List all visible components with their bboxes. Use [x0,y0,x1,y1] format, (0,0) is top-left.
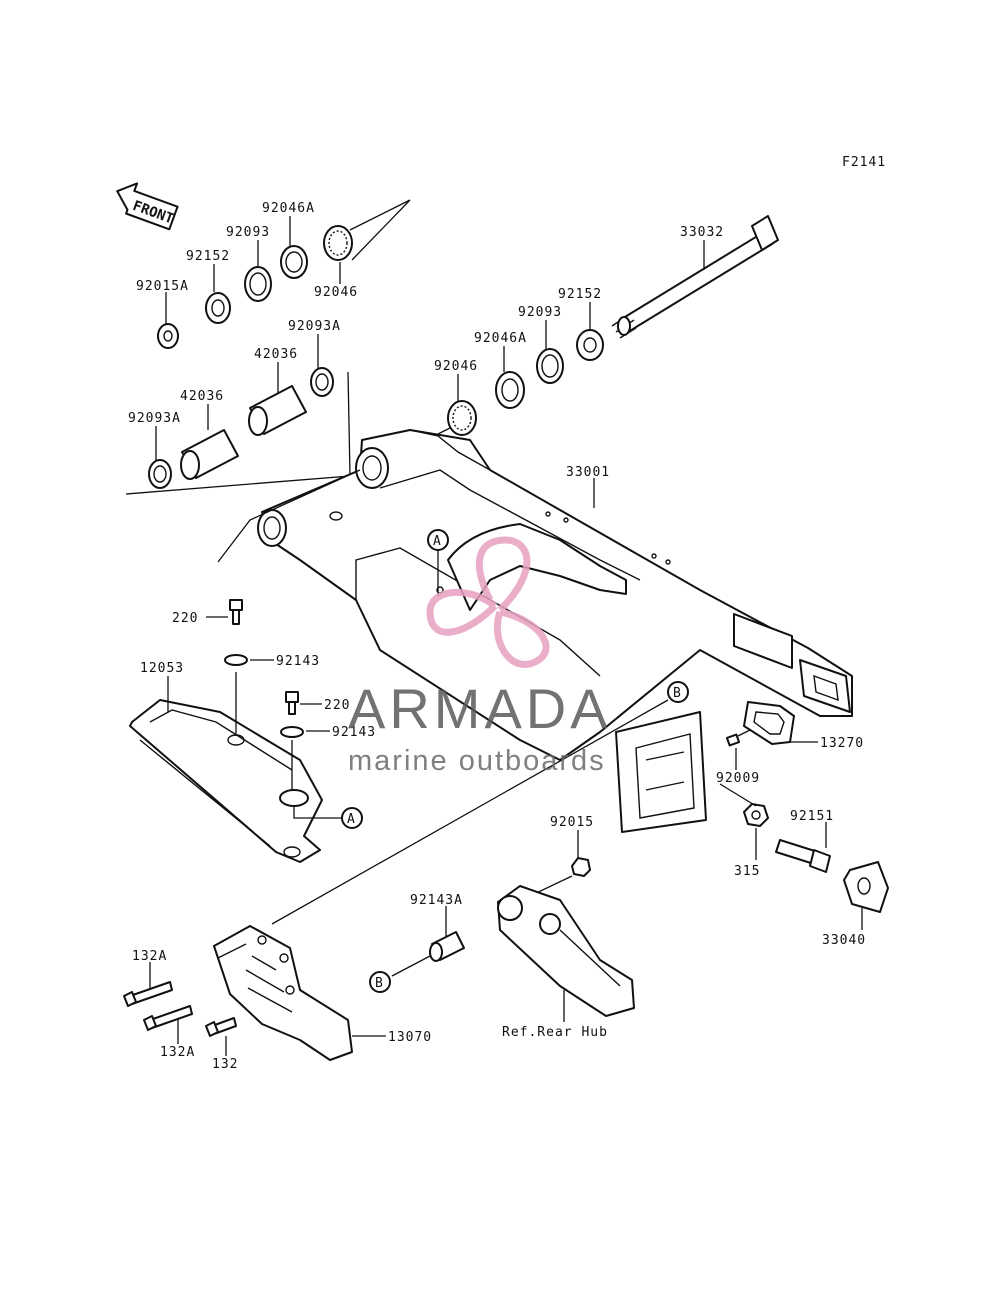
label-42036-top: 42036 [254,347,298,362]
part-labels: 33032 92046A 92093 92152 92015A 92046 92… [128,201,866,1072]
chain-slider-12053 [129,699,323,863]
adjuster-block-33040 [843,861,889,913]
washer-92143-b [280,726,304,738]
label-92151: 92151 [790,809,834,824]
label-92009: 92009 [716,771,760,786]
label-92046A-top: 92046A [262,201,315,216]
seal-92093-right [536,348,564,384]
washer-92143-a [224,654,248,666]
swingarm-bracket [615,711,707,833]
label-220-b: 220 [324,698,350,713]
label-92046A-right: 92046A [474,331,527,346]
seal-92093A-left [148,459,172,489]
pivot-shaft-33032 [611,215,779,339]
label-132A-b: 132A [160,1045,195,1060]
nut-92015A [157,323,179,349]
nut-315 [719,783,769,827]
bearing-stack-left [125,199,411,495]
front-arrow-icon: FRONT [116,182,179,231]
label-33040: 33040 [822,933,866,948]
label-12053: 12053 [140,661,184,676]
seal-92093 [244,266,272,302]
label-92093-right: 92093 [518,305,562,320]
chain-adjuster-plate-13270 [743,701,795,745]
label-13070: 13070 [388,1030,432,1045]
label-13270: 13270 [820,736,864,751]
label-92143-a: 92143 [276,654,320,669]
callout-b-top: B [667,681,689,703]
seal-92046A-right [495,371,525,409]
label-92046-top: 92046 [314,285,358,300]
watermark-brand: ARMADA [348,677,612,740]
label-92152-right: 92152 [558,287,602,302]
label-92046-right: 92046 [434,359,478,374]
label-315: 315 [734,864,760,879]
svg-text:B: B [673,686,682,701]
bolt-92009 [725,729,751,747]
label-92015A: 92015A [136,279,189,294]
label-92093A-top: 92093A [288,319,341,334]
label-42036-mid: 42036 [180,389,224,404]
svg-text:B: B [375,976,384,991]
seal-92093A-top [310,367,334,397]
callout-a-bottom: A [341,807,363,829]
label-ref-rear-hub: Ref.Rear Hub [502,1025,608,1040]
chain-guide-hub [497,885,635,1017]
callout-a-top: A [427,529,449,596]
bolt-220-b [279,691,350,819]
label-132A-a: 132A [132,949,167,964]
label-132: 132 [212,1057,238,1072]
svg-text:A: A [347,812,356,827]
leader-lines [149,216,863,1056]
label-220-a: 220 [172,611,198,626]
callout-b-bottom: B [369,971,391,993]
bearing-stack-right [429,329,604,439]
label-92152-top: 92152 [186,249,230,264]
watermark: ARMADA marine outboards [348,536,612,777]
collar-92152 [205,292,231,324]
bolt-132A-b [143,1005,193,1031]
watermark-tagline: marine outboards [348,745,606,777]
nut-92015 [529,857,591,897]
chain-guide-13070 [213,925,353,1061]
propeller-logo-icon [426,536,550,668]
bolt-92151 [775,839,831,873]
label-92015: 92015 [550,815,594,830]
label-92143-b: 92143 [332,725,376,740]
collar-92143A [391,931,465,977]
label-92093-top: 92093 [226,225,270,240]
label-92143A: 92143A [410,893,463,908]
bolt-132A-a [123,981,173,1007]
figure-code: F2141 [842,155,886,170]
svg-text:A: A [433,534,442,549]
label-33032: 33032 [680,225,724,240]
seal-92046A [280,245,308,279]
bolt-132 [205,1017,237,1037]
bolt-220-a [224,599,248,736]
assembly-line [271,699,669,925]
label-92093A-left: 92093A [128,411,181,426]
collar-92152-right [576,329,604,361]
label-33001: 33001 [566,465,610,480]
